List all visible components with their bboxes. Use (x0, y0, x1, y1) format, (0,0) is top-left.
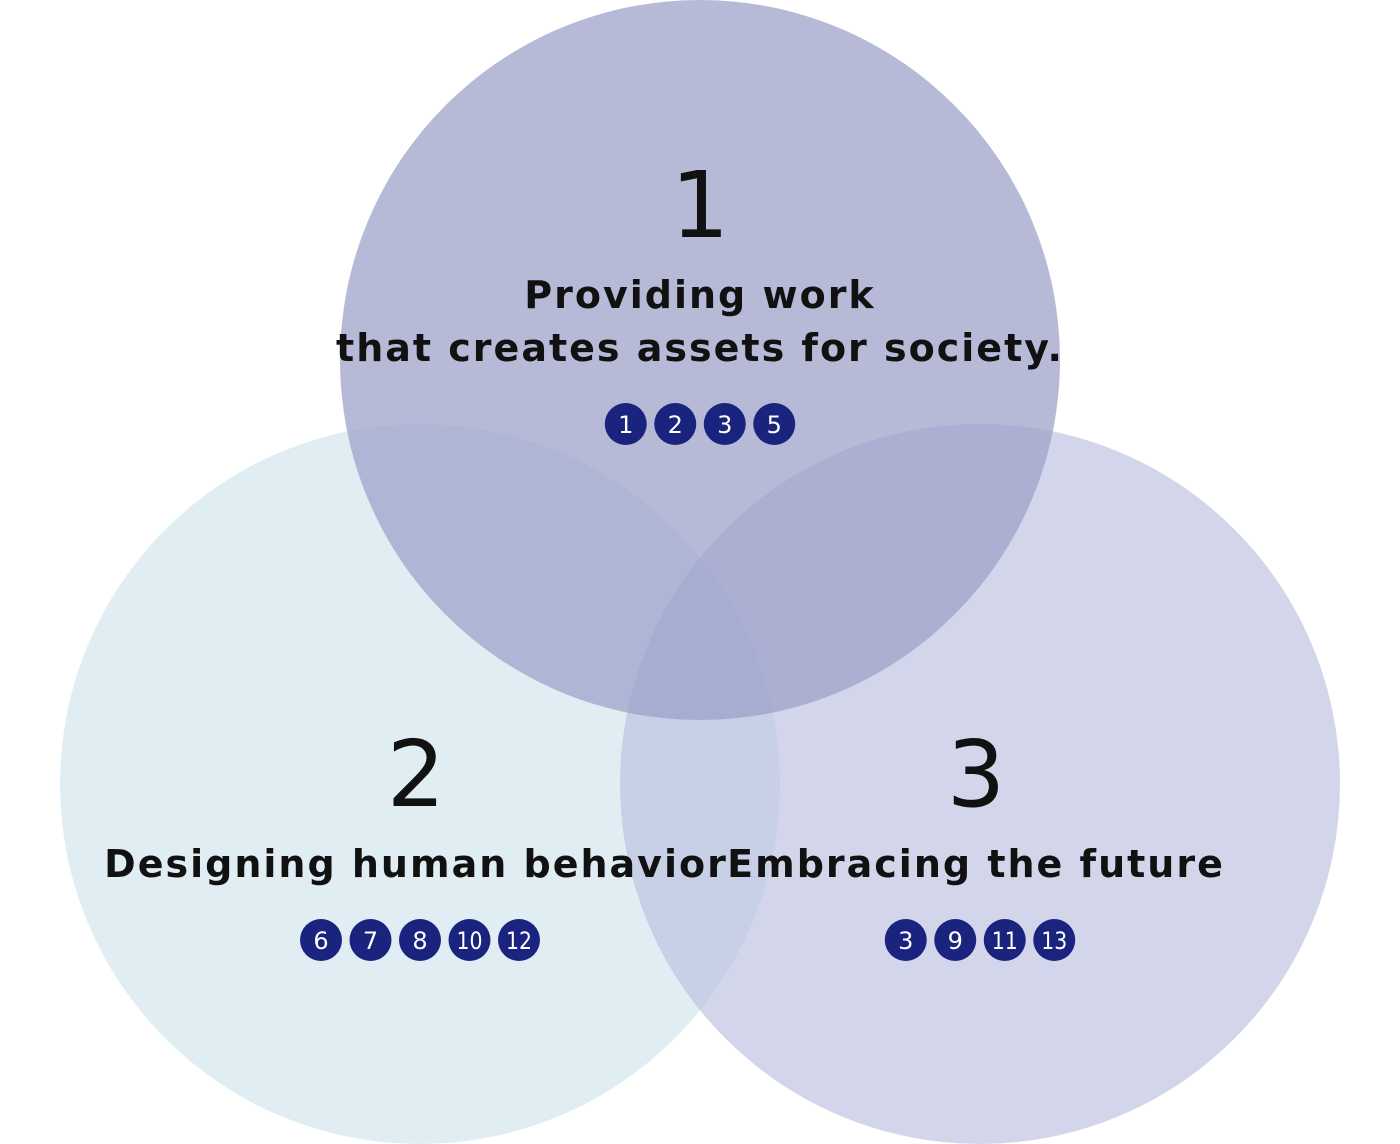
badge-circle (399, 919, 441, 961)
badge-circle (349, 919, 392, 961)
badge-circle (604, 403, 647, 445)
badge-circle (983, 919, 1026, 961)
section-1-number: 1 (671, 152, 730, 259)
badge-label: 8 (412, 927, 427, 955)
section-2-title: Designing human behavior (104, 842, 728, 886)
badge-circle (753, 403, 796, 445)
badge-label: 1 (618, 411, 633, 439)
badge-circle (448, 919, 491, 961)
badge-label: 6 (313, 927, 328, 955)
badge-label: 9 (948, 927, 963, 955)
badge-label: 3 (898, 927, 913, 955)
badge-label: 13 (1041, 927, 1067, 955)
badge-label: 2 (668, 411, 683, 439)
section-2-badge-group: 6 7 8 10 12 (300, 919, 540, 961)
badge-circle (654, 403, 697, 445)
section-1-badge-group: 1 2 3 5 (604, 403, 796, 445)
section-2-number: 2 (387, 721, 446, 828)
badge-label: 3 (717, 411, 732, 439)
section-1-title-line-1: Providing work (524, 273, 875, 317)
badge-circle (884, 919, 927, 961)
badge-circle (934, 919, 977, 961)
badge-circle (498, 919, 540, 961)
badge-label: 11 (992, 927, 1018, 955)
section-3-number: 3 (947, 721, 1006, 828)
badge-label: 12 (506, 927, 532, 955)
badge-circle (300, 919, 342, 961)
badge-label: 7 (363, 927, 378, 955)
circle-top (340, 0, 1060, 720)
section-3-badge-group: 3 9 11 13 (884, 919, 1076, 961)
badge-label: 10 (457, 927, 483, 955)
section-3-title: Embracing the future (727, 842, 1225, 886)
badge-label: 5 (767, 411, 782, 439)
badge-circle (703, 403, 746, 445)
badge-circle (1033, 919, 1076, 961)
section-1-title-line-2: that creates assets for society. (336, 326, 1064, 370)
